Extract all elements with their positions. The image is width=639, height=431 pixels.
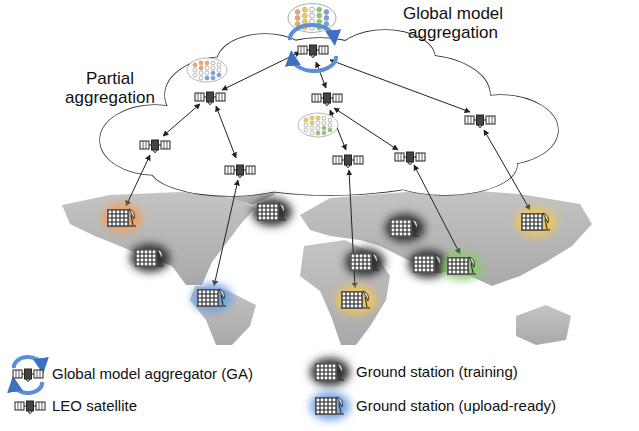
model-icons	[187, 4, 338, 137]
aggregation-label: Partial aggregation	[60, 70, 160, 107]
satellites	[140, 45, 495, 178]
aggregation-label: Global model aggregation	[388, 5, 518, 42]
cloud	[100, 30, 558, 196]
ground-stations	[102, 198, 556, 314]
links	[126, 52, 530, 288]
legend-text: Ground station (training)	[356, 364, 518, 381]
legend-text: Ground station (upload-ready)	[356, 398, 556, 415]
world-map	[62, 182, 592, 345]
legend-text: LEO satellite	[52, 398, 137, 415]
ga-arrows	[290, 25, 336, 71]
legend-text: Global model aggregator (GA)	[52, 366, 253, 383]
legend-icons	[13, 357, 350, 420]
